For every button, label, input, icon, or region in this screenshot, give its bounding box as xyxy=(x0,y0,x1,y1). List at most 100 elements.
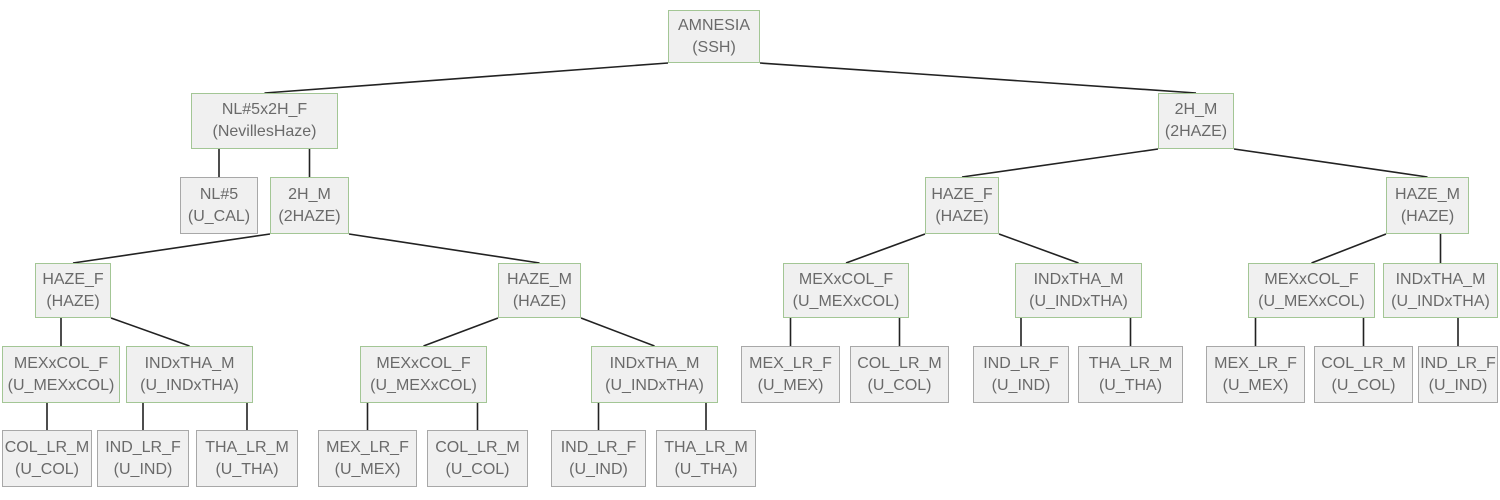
node-strain: (U_THA) xyxy=(1098,376,1163,394)
node-strain: (U_MEXxCOL) xyxy=(7,376,115,394)
tree-node[interactable]: HAZE_F (HAZE) xyxy=(35,263,111,318)
tree-node[interactable]: INDxTHA_M(U_INDxTHA) xyxy=(1383,263,1498,318)
node-strain: (U_MEX) xyxy=(334,460,401,478)
tree-node[interactable]: MEXxCOL_F (U_MEXxCOL) xyxy=(1248,263,1375,318)
node-name: INDxTHA_M xyxy=(1033,270,1124,288)
node-name: INDxTHA_M xyxy=(144,354,235,372)
node-strain: (U_IND) xyxy=(991,376,1051,394)
node-strain: (NevillesHaze) xyxy=(212,123,317,140)
tree-node[interactable]: IND_LR_F (U_IND) xyxy=(1418,346,1498,403)
tree-node[interactable]: THA_LR_M(U_THA) xyxy=(196,430,298,487)
node-strain: (HAZE) xyxy=(512,292,567,310)
tree-node[interactable]: INDxTHA_M (U_INDxTHA) xyxy=(126,346,253,403)
tree-node[interactable]: IND_LR_F (U_IND) xyxy=(973,346,1069,403)
tree-node[interactable]: INDxTHA_M (U_INDxTHA) xyxy=(591,346,718,403)
tree-node[interactable]: HAZE_M (HAZE) xyxy=(498,263,581,318)
node-name: THA_LR_M xyxy=(664,438,748,456)
tree-edge xyxy=(110,317,190,347)
tree-edge xyxy=(264,62,669,94)
node-name: 2H_M xyxy=(288,185,331,203)
tree-node[interactable]: HAZE_F (HAZE) xyxy=(925,177,999,234)
node-name: 2H_M xyxy=(1174,101,1218,118)
node-name: AMNESIA xyxy=(677,16,750,34)
node-name: IND_LR_F xyxy=(560,438,637,456)
tree-node[interactable]: MEX_LR_F (U_MEX) xyxy=(318,430,417,487)
node-name: HAZE_M xyxy=(507,270,572,288)
node-strain: (U_CAL) xyxy=(187,207,251,225)
node-name: MEX_LR_F xyxy=(749,354,832,372)
tree-node[interactable]: COL_LR_M(U_COL) xyxy=(2,430,92,487)
node-strain: (SSH) xyxy=(692,38,736,56)
tree-node[interactable]: MEXxCOL_F (U_MEXxCOL) xyxy=(783,263,909,318)
tree-node[interactable]: NL#5x2H_F (NevillesHaze) xyxy=(191,93,338,149)
tree-node[interactable]: NL#5(U_CAL) xyxy=(180,177,258,234)
node-name: MEXxCOL_F xyxy=(798,270,894,288)
node-strain: (U_MEXxCOL) xyxy=(792,292,900,310)
tree-edge xyxy=(580,317,655,347)
node-name: IND_LR_F xyxy=(983,354,1059,372)
tree-node[interactable]: IND_LR_F (U_IND) xyxy=(551,430,646,487)
tree-node[interactable]: MEXxCOL_F (U_MEXxCOL) xyxy=(2,346,120,403)
node-name: MEX_LR_F xyxy=(326,438,409,456)
node-strain: (2HAZE) xyxy=(1164,123,1228,140)
node-strain: (U_IND) xyxy=(569,460,628,478)
tree-node[interactable]: HAZE_M (HAZE) xyxy=(1386,177,1469,234)
tree-node[interactable]: 2H_M (2HAZE) xyxy=(1158,93,1234,149)
tree-edge xyxy=(845,233,926,264)
tree-node[interactable]: MEXxCOL_F (U_MEXxCOL) xyxy=(360,346,487,403)
node-strain: (U_COL) xyxy=(867,376,932,394)
node-strain: (U_IND) xyxy=(113,460,173,478)
node-name: IND_LR_F xyxy=(105,438,181,456)
tree-node[interactable]: 2H_M (2HAZE) xyxy=(270,177,349,234)
tree-edge xyxy=(759,62,1197,94)
node-strain: (U_IND) xyxy=(1428,376,1488,394)
tree-edge xyxy=(72,233,271,264)
tree-node[interactable]: THA_LR_M (U_THA) xyxy=(656,430,756,487)
node-name: HAZE_F xyxy=(931,185,993,203)
node-name: THA_LR_M xyxy=(1088,354,1173,372)
node-strain: (U_THA) xyxy=(674,460,738,478)
node-strain: (HAZE) xyxy=(1400,207,1455,225)
tree-node[interactable]: MEX_LR_F (U_MEX) xyxy=(741,346,840,403)
node-name: MEXxCOL_F xyxy=(376,354,471,372)
node-strain: (U_COL) xyxy=(14,460,79,478)
tree-edge xyxy=(998,233,1079,264)
tree-edge xyxy=(423,317,499,347)
node-strain: (U_INDxTHA) xyxy=(1391,292,1490,310)
node-name: HAZE_M xyxy=(1395,185,1460,203)
tree-node[interactable]: AMNESIA (SSH) xyxy=(668,10,760,63)
node-strain: (HAZE) xyxy=(935,207,989,225)
node-strain: (U_COL) xyxy=(445,460,510,478)
node-name: MEXxCOL_F xyxy=(13,354,109,372)
tree-node[interactable]: COL_LR_M (U_COL) xyxy=(1314,346,1413,403)
tree-node[interactable]: COL_LR_M (U_COL) xyxy=(850,346,949,403)
node-strain: (U_INDxTHA) xyxy=(605,376,704,394)
node-name: MEXxCOL_F xyxy=(1264,270,1359,288)
node-strain: (U_COL) xyxy=(1331,376,1396,394)
tree-node[interactable]: INDxTHA_M(U_INDxTHA) xyxy=(1015,263,1142,318)
node-name: IND_LR_F xyxy=(1420,354,1496,372)
node-strain: (U_MEX) xyxy=(757,376,824,394)
tree-edge xyxy=(348,233,540,264)
node-name: MEX_LR_F xyxy=(1214,354,1297,372)
tree-edge xyxy=(1311,233,1387,264)
tree-node[interactable]: THA_LR_M (U_THA) xyxy=(1078,346,1183,403)
tree-node[interactable]: IND_LR_F (U_IND) xyxy=(97,430,189,487)
node-name: COL_LR_M xyxy=(857,354,942,372)
node-strain: (2HAZE) xyxy=(278,207,341,225)
tree-edge xyxy=(961,148,1159,178)
tree-node[interactable]: COL_LR_M (U_COL) xyxy=(427,430,528,487)
node-strain: (U_MEX) xyxy=(1222,376,1289,394)
tree-node[interactable]: MEX_LR_F (U_MEX) xyxy=(1206,346,1305,403)
node-name: INDxTHA_M xyxy=(609,354,700,372)
node-strain: (U_INDxTHA) xyxy=(140,376,239,394)
node-name: HAZE_F xyxy=(42,270,104,288)
node-strain: (U_MEXxCOL) xyxy=(1258,292,1365,310)
node-name: NL#5x2H_F xyxy=(221,101,308,118)
node-strain: (HAZE) xyxy=(46,292,100,310)
node-name: COL_LR_M xyxy=(1321,354,1406,372)
node-name: COL_LR_M xyxy=(435,438,520,456)
node-strain: (U_MEXxCOL) xyxy=(370,376,477,394)
tree-edge xyxy=(1233,148,1428,178)
